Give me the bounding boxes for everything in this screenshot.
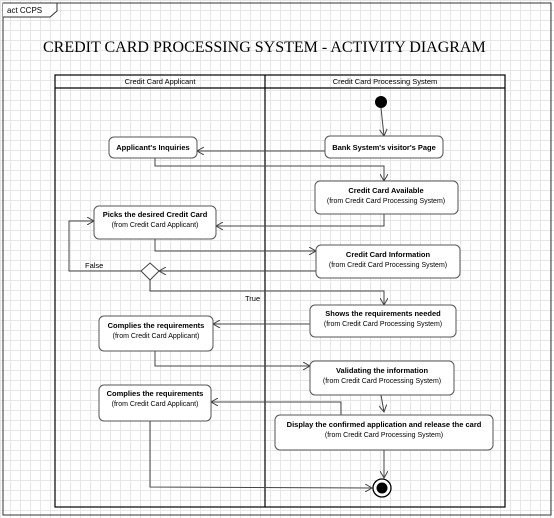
action-card-information: Credit Card Information (from Credit Car… xyxy=(315,244,461,279)
action-picks-card-label: Picks the desired Credit Card xyxy=(103,210,208,219)
flow-decision-true xyxy=(149,280,384,305)
action-card-available-label: Credit Card Available xyxy=(348,186,423,195)
initial-node xyxy=(375,96,387,108)
flow-card-available-to-picks-card xyxy=(216,214,385,226)
lane-header-system: Credit Card Processing System xyxy=(333,77,438,86)
action-complies-requirements-1: Complies the requirements (from Credit C… xyxy=(98,315,214,352)
flow-complies-to-validating xyxy=(154,351,310,366)
guard-false-label: False xyxy=(85,261,103,270)
flow-complies-to-final xyxy=(149,421,372,488)
final-node xyxy=(372,478,392,498)
flow-decision-false xyxy=(68,221,141,272)
action-complies-1-sub: (from Credit Card Applicant) xyxy=(113,333,200,340)
action-complies-2-sub: (from Credit Card Applicant) xyxy=(112,401,199,408)
action-complies-requirements-2: Complies the requirements (from Credit C… xyxy=(98,384,212,422)
action-complies-2-label: Complies the requirements xyxy=(107,389,204,398)
action-picks-card-sub: (from Credit Card Applicant) xyxy=(112,222,199,229)
action-display-confirmed-label: Display the confirmed application and re… xyxy=(287,420,482,429)
flow-display-to-complies xyxy=(211,402,342,415)
action-validating-sub: (from Credit Card Processing System) xyxy=(323,378,441,385)
action-inquiries: Applicant's Inquiries xyxy=(108,136,198,159)
action-picks-card: Picks the desired Credit Card (from Cred… xyxy=(93,205,217,240)
action-display-confirmed: Display the confirmed application and re… xyxy=(274,414,494,451)
decision-node xyxy=(140,262,160,281)
flow-validating-to-display xyxy=(381,394,384,412)
action-card-available: Credit Card Available (from Credit Card … xyxy=(314,180,459,215)
frame-label-tab xyxy=(3,2,58,18)
lane-header-applicant: Credit Card Applicant xyxy=(125,77,197,86)
action-inquiries-label: Applicant's Inquiries xyxy=(116,143,189,152)
action-card-information-sub: (from Credit Card Processing System) xyxy=(329,262,447,269)
flow-inquiries-to-card-available xyxy=(154,158,384,181)
action-display-confirmed-sub: (from Credit Card Processing System) xyxy=(325,432,443,439)
action-shows-requirements-label: Shows the requirements needed xyxy=(325,309,441,318)
guard-true-label: True xyxy=(245,294,260,303)
action-complies-1-label: Complies the requirements xyxy=(108,321,205,330)
action-bank-page-label: Bank System's visitor's Page xyxy=(332,143,436,152)
flow-start-to-bank-page xyxy=(381,107,384,136)
action-validating-label: Validating the information xyxy=(336,366,429,375)
action-shows-requirements: Shows the requirements needed (from Cred… xyxy=(309,304,457,338)
diagram-title: CREDIT CARD PROCESSING SYSTEM - ACTIVITY… xyxy=(43,39,486,56)
action-bank-page: Bank System's visitor's Page xyxy=(324,135,444,159)
action-card-available-sub: (from Credit Card Processing System) xyxy=(327,198,445,205)
action-card-information-label: Credit Card Information xyxy=(346,250,431,259)
action-shows-requirements-sub: (from Credit Card Processing System) xyxy=(324,321,442,328)
frame-label: act CCPS xyxy=(7,6,42,15)
action-validating: Validating the information (from Credit … xyxy=(309,360,455,396)
flow-picks-card-to-card-information xyxy=(154,239,316,251)
swimlane-pool xyxy=(54,74,506,508)
